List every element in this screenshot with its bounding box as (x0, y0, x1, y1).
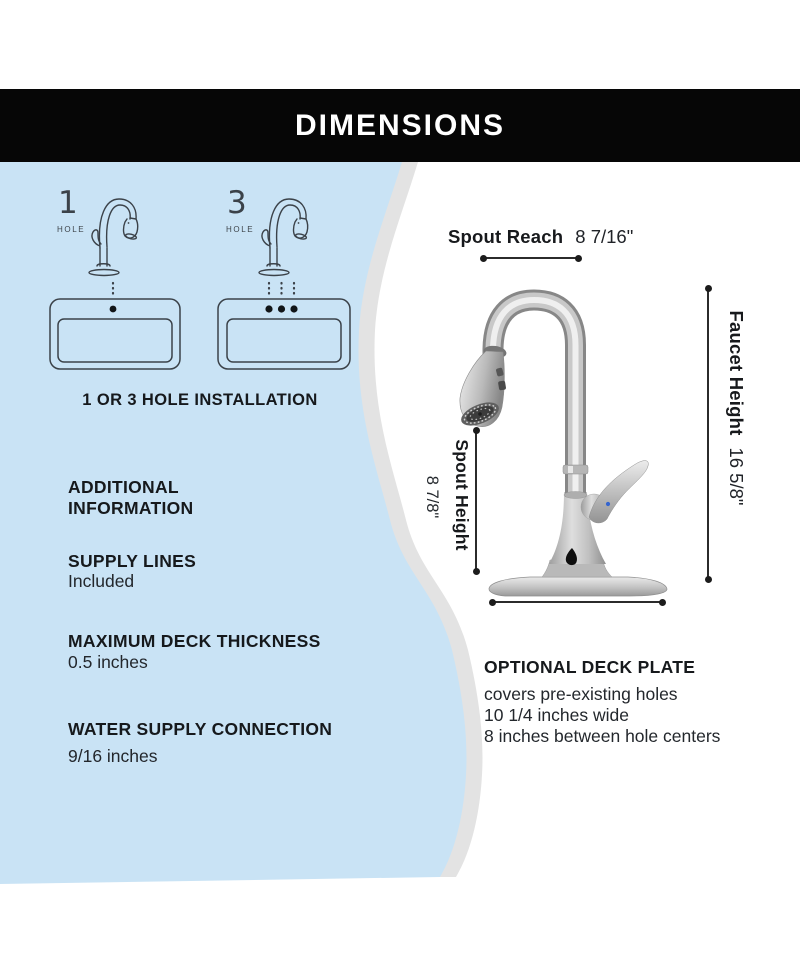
sink-basin-1hole (57, 318, 173, 363)
mount-hole (290, 305, 298, 313)
faucet-outline-icon (258, 198, 309, 277)
deck-plate-width-dimension-line (489, 598, 666, 606)
dimensions-banner: DIMENSIONS (0, 89, 800, 162)
deck-plate-width-note: 10 1/4 inches wide (484, 705, 629, 725)
additional-info-heading: ADDITIONAL INFORMATION (68, 477, 194, 518)
banner-title: DIMENSIONS (294, 108, 506, 142)
sensor-icon (565, 548, 577, 566)
spout-reach-dimension-line (480, 254, 582, 262)
nozzle-dots (463, 404, 497, 424)
spray-button (498, 380, 506, 391)
gooseneck-spout (482, 289, 586, 497)
faucet-body (549, 492, 606, 564)
sink-outline-1hole (49, 298, 181, 370)
mount-hole (265, 305, 273, 313)
faucet-product-image (459, 289, 668, 597)
mount-hole (109, 305, 117, 313)
deck-plate-centers-note: 8 inches between hole centers (484, 726, 721, 746)
body-joint (563, 491, 588, 499)
faucet-outline-icon (88, 198, 139, 277)
supply-lines-value: Included (68, 571, 135, 591)
base-flare (541, 559, 613, 578)
spout-reach-label: Spout Reach 8 7/16" (448, 226, 634, 247)
deck-thickness-label: MAXIMUM DECK THICKNESS (68, 631, 321, 651)
deck-plate-note: covers pre-existing holes (484, 684, 678, 704)
three-hole-label: HOLE (226, 225, 255, 234)
handle-accent-dot (605, 501, 611, 507)
deck-plate-heading: OPTIONAL DECK PLATE (484, 657, 696, 677)
sink-basin-3hole (226, 318, 342, 363)
water-supply-value: 9/16 inches (68, 746, 158, 766)
supply-lines-label: SUPPLY LINES (68, 551, 197, 571)
one-hole-label: HOLE (57, 225, 86, 234)
three-hole-number: 3 (227, 185, 247, 221)
deck-thickness-value: 0.5 inches (68, 652, 148, 672)
water-supply-label: WATER SUPPLY CONNECTION (68, 719, 333, 739)
one-hole-number: 1 (58, 185, 78, 221)
spray-head (459, 345, 507, 427)
spray-button (496, 367, 504, 377)
spout-height-value: 8 7/8" (423, 475, 441, 519)
faucet-height-dimension-line (704, 285, 712, 583)
installation-caption: 1 OR 3 HOLE INSTALLATION (82, 391, 318, 409)
pipe-collar-highlight (568, 466, 573, 473)
mount-hole (277, 305, 286, 313)
lever-handle (588, 460, 649, 524)
pipe-collar (562, 464, 589, 475)
spout-height-label: Spout Height (452, 439, 472, 551)
spout-height-dimension-line (472, 427, 480, 575)
sink-outline-3hole (217, 298, 351, 370)
deck-plate (488, 576, 668, 597)
sink-hole-diagrams (49, 281, 351, 370)
faucet-height-label: Faucet Height 16 5/8" (726, 310, 747, 506)
